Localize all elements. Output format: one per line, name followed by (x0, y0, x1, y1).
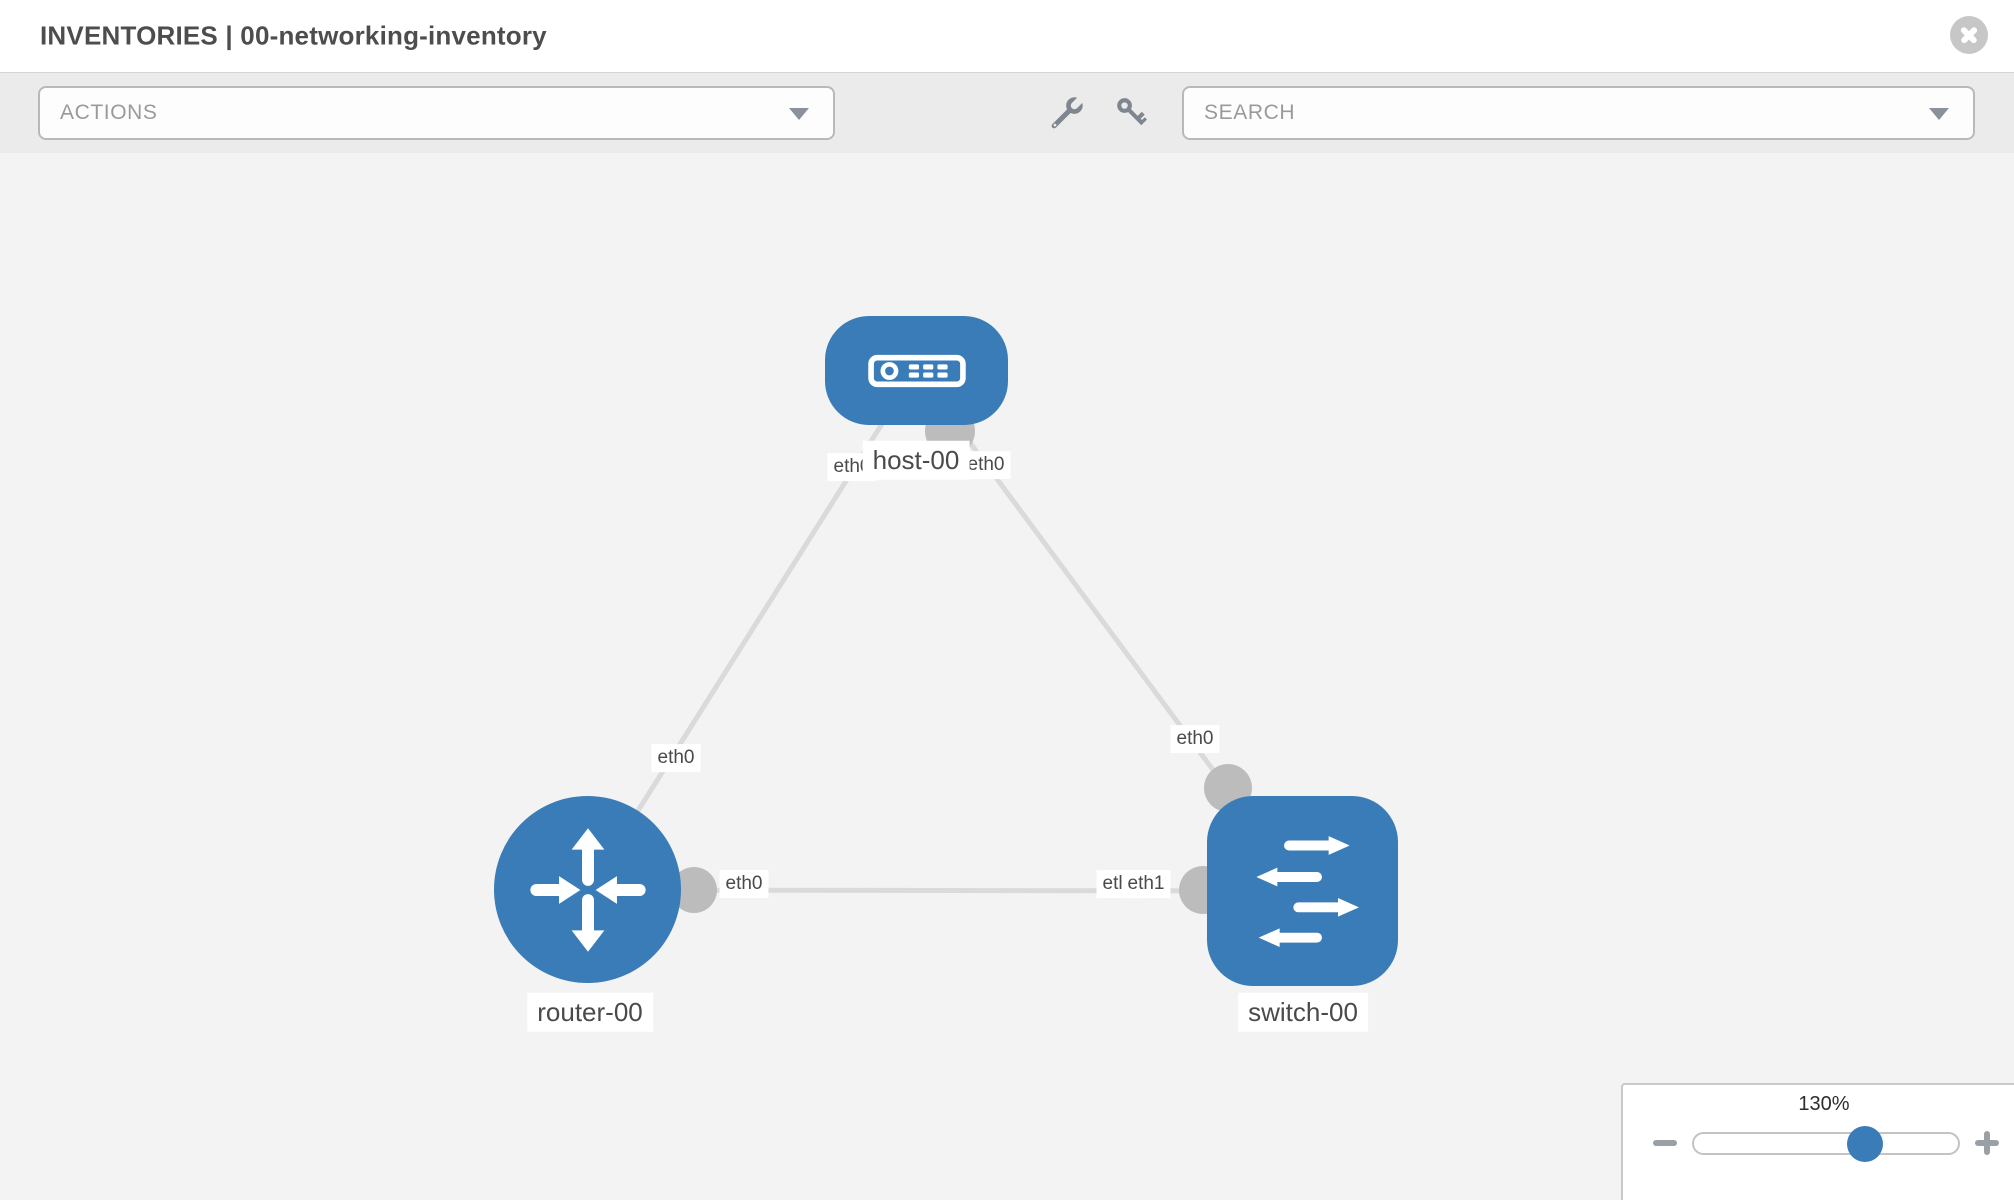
connector-router-eth0 (671, 867, 717, 913)
credentials-button[interactable] (1110, 91, 1156, 137)
iface-label-router-switch-router: eth0 (719, 870, 769, 898)
iface-label-host-router-router: eth0 (651, 744, 701, 772)
chevron-down-icon (789, 108, 809, 120)
iface-label-host-switch-switch: eth0 (1170, 725, 1220, 753)
router-icon (529, 827, 646, 952)
close-button[interactable] (1950, 16, 1988, 54)
chevron-down-icon (1929, 108, 1949, 120)
page-title: INVENTORIES | 00-networking-inventory (40, 20, 547, 51)
zoom-slider-handle[interactable] (1847, 1126, 1883, 1162)
topology-canvas[interactable]: eth0 eth0 eth0 eth0 eth0 eth0 eth1 host-… (0, 153, 2014, 1200)
iface-label-router-switch-switch: eth1 (1121, 870, 1171, 898)
header-bar: INVENTORIES | 00-networking-inventory (0, 0, 2014, 72)
actions-dropdown[interactable]: ACTIONS (38, 86, 835, 140)
zoom-panel: 130% (1621, 1083, 2014, 1200)
node-switch-00[interactable] (1207, 796, 1398, 986)
host-icon (867, 354, 966, 387)
zoom-level: 130% (1798, 1093, 1850, 1115)
node-host-00[interactable] (825, 316, 1008, 425)
iface-label-host-switch-host: eth0 (961, 451, 1011, 479)
search-placeholder: SEARCH (1204, 101, 1296, 124)
toolbar: ACTIONS SEARCH (0, 72, 2014, 153)
key-icon (1117, 98, 1147, 126)
search-dropdown[interactable]: SEARCH (1182, 86, 1975, 140)
node-router-00[interactable] (494, 796, 681, 983)
switch-icon (1255, 836, 1359, 947)
plus-icon (1984, 1131, 1990, 1155)
node-label-host-00: host-00 (862, 440, 970, 480)
node-label-router-00: router-00 (527, 992, 653, 1032)
zoom-out-button[interactable] (1648, 1126, 1682, 1160)
zoom-in-button[interactable] (1970, 1126, 2004, 1160)
configure-button[interactable] (1043, 91, 1089, 137)
minus-icon (1653, 1140, 1677, 1146)
links-layer (585, 368, 1306, 914)
wrench-icon (1051, 97, 1083, 129)
zoom-slider[interactable] (1692, 1132, 1960, 1155)
node-label-switch-00: switch-00 (1238, 992, 1368, 1032)
actions-dropdown-label: ACTIONS (60, 101, 158, 124)
